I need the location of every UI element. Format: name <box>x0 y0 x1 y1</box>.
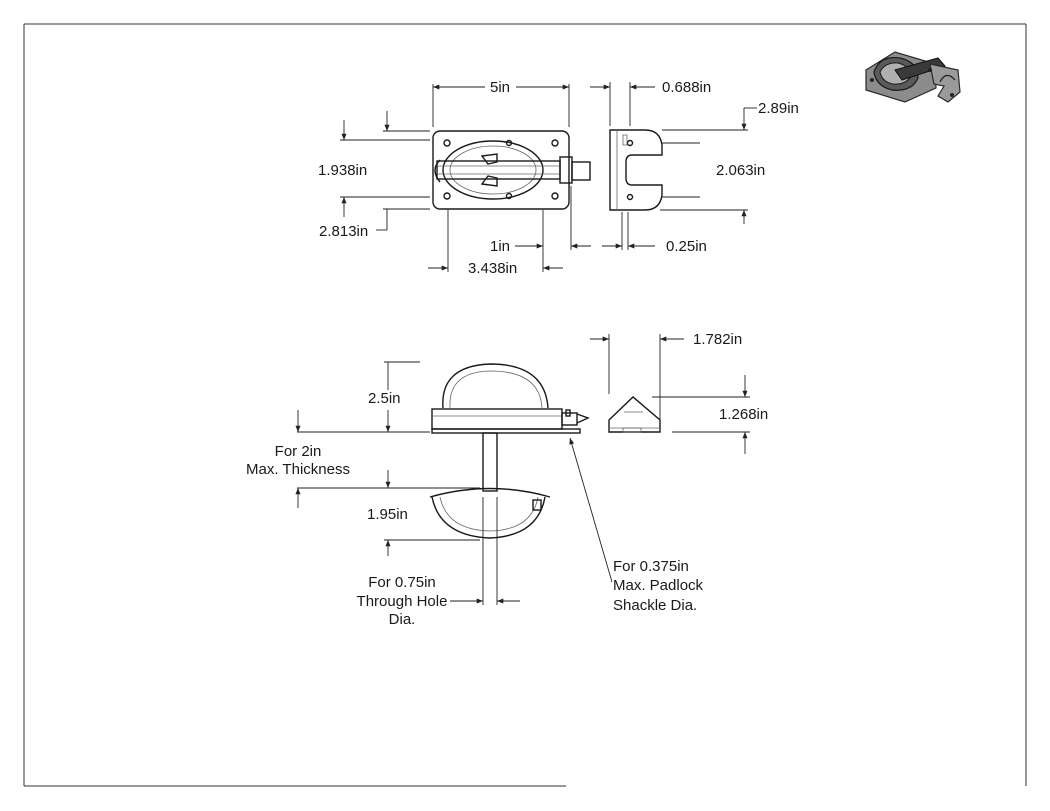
dim-slot-spacing: 2.063in <box>716 162 765 179</box>
dim-end-width: 1.782in <box>693 331 742 348</box>
keeper-end <box>608 396 661 433</box>
front-view: 5in 1.938in 2.813in 1in 3.438in <box>318 79 591 277</box>
dim-lower-handle-height: 1.95in <box>367 506 408 523</box>
note-through-hole-3: Dia. <box>389 611 416 628</box>
end-view: 1.782in 1.268in <box>590 331 768 454</box>
dim-bolt-offset: 1in <box>490 238 510 255</box>
dim-hole-spacing: 3.438in <box>468 260 517 277</box>
dim-handle-height: 2.5in <box>368 390 401 407</box>
bottom-dimensions <box>295 361 613 605</box>
note-through-hole-2: Through Hole <box>357 593 448 610</box>
dim-thickness: 0.25in <box>666 238 707 255</box>
bottom-view: 2.5in 1.95in For 2in Max. Thickness For … <box>246 361 704 628</box>
latch-isometric-icon <box>865 51 961 103</box>
latch-plate <box>432 130 591 210</box>
dim-plate-height: 1.938in <box>318 162 367 179</box>
note-max-thickness-1: For 2in <box>275 443 322 460</box>
dim-overall-height: 2.813in <box>319 223 368 240</box>
keeper-side <box>609 129 663 211</box>
front-dimensions <box>340 84 591 272</box>
note-padlock-2: Max. Padlock <box>613 577 704 594</box>
dim-end-height: 1.268in <box>719 406 768 423</box>
dim-width: 5in <box>490 79 510 96</box>
dim-keeper-height: 2.89in <box>758 100 799 117</box>
sheet-border <box>23 23 1027 787</box>
end-dimensions <box>590 334 750 454</box>
note-max-thickness-2: Max. Thickness <box>246 461 350 478</box>
dim-depth: 0.688in <box>662 79 711 96</box>
note-through-hole-1: For 0.75in <box>368 574 436 591</box>
latch-section <box>429 363 590 539</box>
side-dimensions <box>590 82 757 250</box>
side-view: 0.688in 2.89in 2.063in 0.25in <box>590 79 799 255</box>
note-padlock-1: For 0.375in <box>613 558 689 575</box>
note-padlock-3: Shackle Dia. <box>613 597 697 614</box>
